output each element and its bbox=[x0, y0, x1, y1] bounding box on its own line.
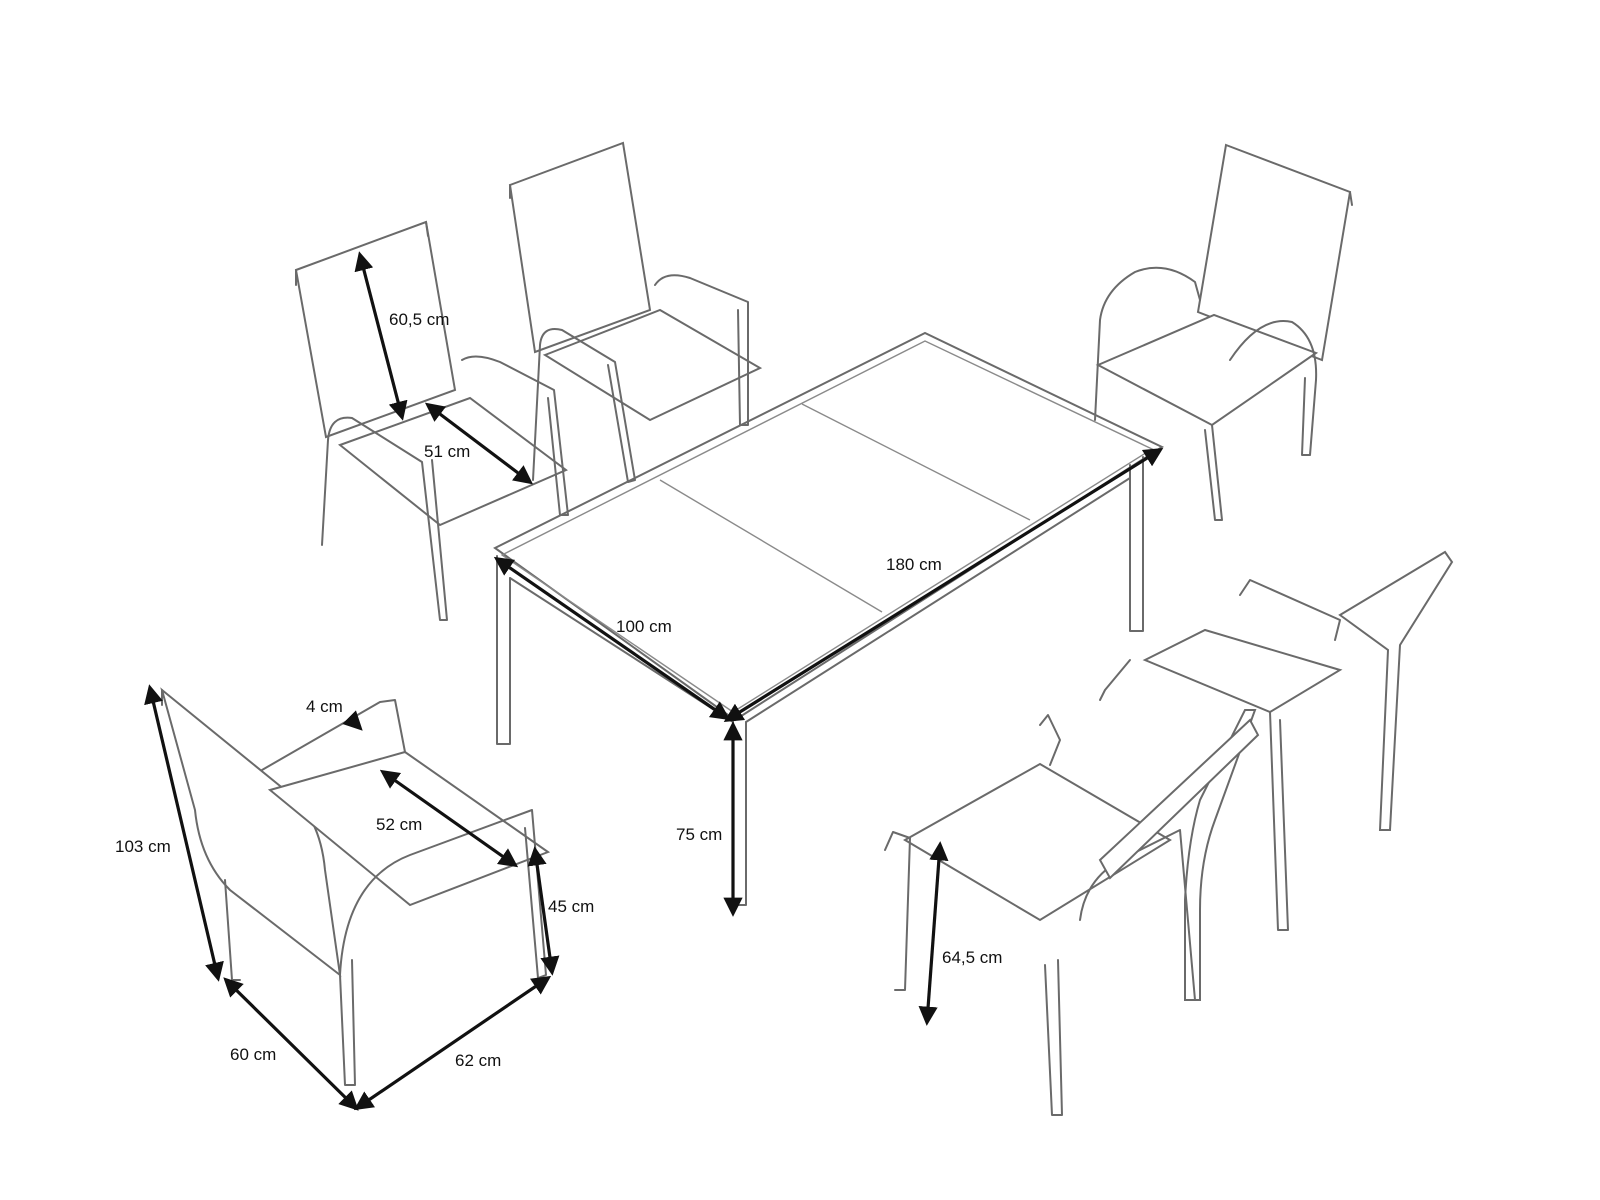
label-armrest-height: 64,5 cm bbox=[942, 948, 1002, 967]
label-seat-depth-front: 52 cm bbox=[376, 815, 422, 834]
dim-armrest-height bbox=[918, 841, 949, 1026]
label-seat-height: 45 cm bbox=[548, 897, 594, 916]
label-armrest-width: 4 cm bbox=[306, 697, 343, 716]
chair-front-left bbox=[160, 687, 551, 1086]
dim-armrest-width bbox=[342, 710, 363, 731]
dim-backrest-height bbox=[354, 251, 408, 421]
label-chair-depth: 62 cm bbox=[455, 1051, 501, 1070]
table-leg-front bbox=[732, 721, 747, 906]
dim-seat-height bbox=[527, 846, 560, 976]
dim-chair-depth bbox=[353, 975, 552, 1111]
dim-table-width bbox=[493, 556, 731, 721]
dim-seat-depth-front bbox=[379, 769, 519, 868]
label-backrest-height: 60,5 cm bbox=[389, 310, 449, 329]
label-table-width: 100 cm bbox=[616, 617, 672, 636]
dim-chair-height bbox=[144, 684, 224, 982]
chair-far-right bbox=[1099, 550, 1454, 931]
label-table-height: 75 cm bbox=[676, 825, 722, 844]
label-chair-height: 103 cm bbox=[115, 837, 171, 856]
chair-back-right bbox=[1094, 143, 1353, 521]
chair-back-middle bbox=[508, 141, 763, 483]
dimension-labels: 180 cm 100 cm 75 cm 60,5 cm 51 cm 4 cm 5… bbox=[115, 310, 1002, 1070]
label-chair-width: 60 cm bbox=[230, 1045, 276, 1064]
dimension-lines bbox=[144, 251, 1164, 1111]
dim-chair-width bbox=[223, 977, 359, 1111]
chair-front-right bbox=[884, 709, 1260, 1116]
table-leg-front-left bbox=[496, 555, 511, 745]
label-seat-depth-top: 51 cm bbox=[424, 442, 470, 461]
label-table-length: 180 cm bbox=[886, 555, 942, 574]
table-top bbox=[493, 331, 1165, 722]
dim-seat-depth-top bbox=[424, 402, 534, 485]
dim-table-length bbox=[723, 447, 1164, 723]
table-leg-right bbox=[1129, 456, 1144, 632]
